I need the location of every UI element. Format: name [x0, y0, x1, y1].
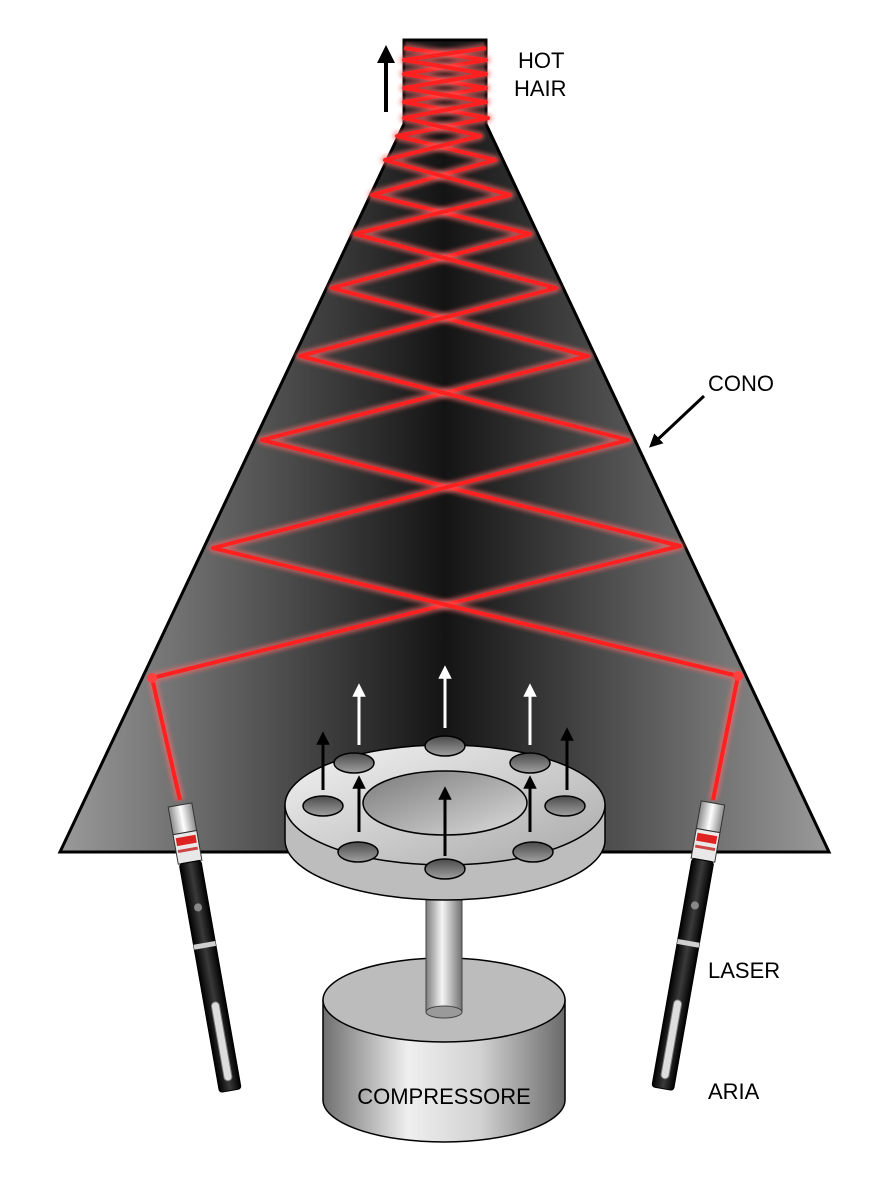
arrow-callout-icon [649, 394, 706, 448]
laser-reflection-point [147, 673, 157, 683]
compressor-label: COMPRESSORE [357, 1084, 531, 1109]
compressor: COMPRESSORE [322, 879, 566, 1143]
disc-holes [302, 735, 586, 880]
air-flow-arrows [316, 665, 574, 856]
disc-hole [424, 858, 466, 880]
laser-beam-right [211, 46, 740, 801]
cone [57, 38, 832, 854]
disc-hole [544, 795, 586, 817]
air-label: ARIA [708, 1079, 760, 1104]
laser-pointer-left-icon [167, 802, 242, 1093]
disc-hole [512, 841, 554, 863]
disc-hole [302, 795, 344, 817]
hot-hair-label-line2: HAIR [514, 76, 567, 101]
disc-hole [333, 752, 375, 774]
laser-label: LASER [708, 958, 780, 983]
laser-beams [147, 43, 743, 802]
disc-hole [424, 735, 466, 757]
laser-pointer-right-icon [651, 800, 726, 1091]
hot-hair-label-line1: HOT [518, 48, 564, 73]
laser-reflection-point [733, 671, 743, 681]
disc-hole [509, 752, 551, 774]
cone-label: CONO [708, 371, 774, 396]
disc-hole [337, 841, 379, 863]
